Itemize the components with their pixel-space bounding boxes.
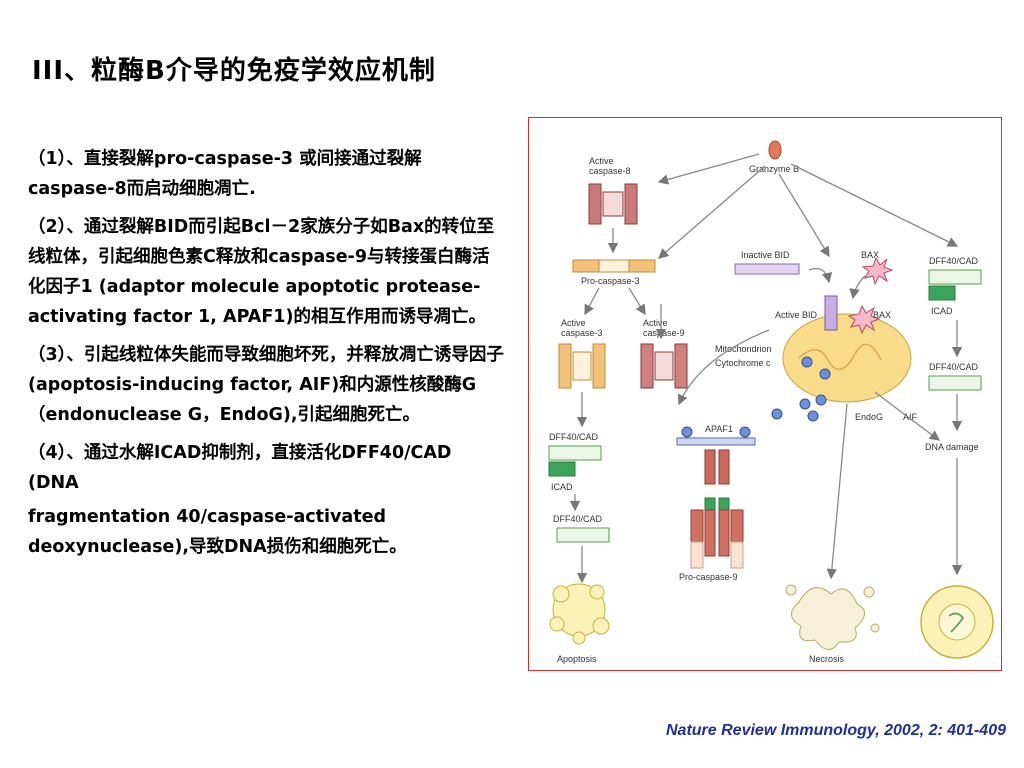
dff-right-column: DFF40/CAD ICAD DFF40/CAD DNA damage bbox=[925, 256, 982, 576]
granzyme-arrows bbox=[657, 153, 959, 259]
paragraph-5: fragmentation 40/caspase-activated deoxy… bbox=[28, 507, 407, 557]
svg-text:AIF: AIF bbox=[903, 412, 918, 422]
svg-text:caspase-3: caspase-3 bbox=[561, 328, 603, 338]
paragraph-1: （1）、直接裂解pro-caspase-3 或间接通过裂解caspase-8而启… bbox=[28, 149, 422, 199]
svg-text:Pro-caspase-9: Pro-caspase-9 bbox=[679, 572, 738, 582]
apaf1-complex: APAF1 Pro-caspase-9 bbox=[676, 424, 756, 582]
cytochrome-c-released bbox=[771, 394, 827, 422]
slide-title: III、粒酶B介导的免疫学效应机制 bbox=[32, 56, 436, 86]
svg-text:Pro-caspase-3: Pro-caspase-3 bbox=[581, 276, 640, 286]
body-text: （1）、直接裂解pro-caspase-3 或间接通过裂解caspase-8而启… bbox=[28, 144, 506, 570]
svg-text:Apoptosis: Apoptosis bbox=[557, 654, 597, 664]
svg-text:Active: Active bbox=[643, 318, 668, 328]
active-caspase-9: Active caspase-9 bbox=[640, 318, 688, 389]
svg-text:DFF40/CAD: DFF40/CAD bbox=[553, 514, 603, 524]
svg-text:ICAD: ICAD bbox=[931, 306, 953, 316]
granzyme-b-node: Granzyme B bbox=[749, 140, 799, 174]
paragraph-3: （3）、引起线粒体失能而导致细胞坏死，并释放凋亡诱导因子(apoptosis-i… bbox=[28, 345, 504, 425]
svg-text:EndoG: EndoG bbox=[855, 412, 883, 422]
svg-text:Active: Active bbox=[561, 318, 586, 328]
svg-text:BAX: BAX bbox=[873, 310, 891, 320]
svg-text:caspase-9: caspase-9 bbox=[643, 328, 685, 338]
apoptosis-cell: Apoptosis bbox=[549, 583, 610, 664]
granzyme-b-label: Granzyme B bbox=[749, 164, 799, 174]
svg-text:APAF1: APAF1 bbox=[705, 424, 733, 434]
svg-text:caspase-8: caspase-8 bbox=[589, 166, 631, 176]
svg-text:DFF40/CAD: DFF40/CAD bbox=[549, 432, 599, 442]
pro-caspase-3: Pro-caspase-3 bbox=[572, 259, 656, 286]
svg-text:DNA damage: DNA damage bbox=[925, 442, 979, 452]
endog-aif: EndoG AIF bbox=[826, 391, 941, 580]
bax-top: BAX bbox=[849, 250, 894, 300]
svg-text:ICAD: ICAD bbox=[551, 482, 573, 492]
granzyme-pathway-figure: Granzyme B Active caspase-8 Pro-caspase-… bbox=[528, 117, 1002, 671]
svg-text:Active: Active bbox=[589, 156, 614, 166]
dna-damage-cell bbox=[920, 585, 994, 659]
mitochondrion: Active BID BAX Mitochondrion Cytochrome … bbox=[715, 295, 912, 403]
svg-text:Active BID: Active BID bbox=[775, 310, 818, 320]
svg-text:Inactive BID: Inactive BID bbox=[741, 250, 790, 260]
svg-text:BAX: BAX bbox=[861, 250, 879, 260]
necrosis-cell: Necrosis bbox=[785, 584, 880, 664]
svg-text:Mitochondrion: Mitochondrion bbox=[715, 344, 772, 354]
active-caspase-3: Active caspase-3 bbox=[558, 318, 606, 389]
svg-text:DFF40/CAD: DFF40/CAD bbox=[929, 256, 979, 266]
paragraph-2: （2）、通过裂解BID而引起Bcl－2家族分子如Bax的转位至线粒体，引起细胞色… bbox=[28, 217, 495, 327]
active-caspase-8: Active caspase-8 bbox=[588, 156, 638, 225]
inactive-bid: Inactive BID bbox=[734, 250, 833, 284]
paragraph-4: （4）、通过水解ICAD抑制剂，直接活化DFF40/CAD (DNA bbox=[28, 443, 452, 493]
svg-text:Necrosis: Necrosis bbox=[809, 654, 845, 664]
svg-text:Cytochrome c: Cytochrome c bbox=[715, 358, 771, 368]
citation: Nature Review Immunology, 2002, 2: 401-4… bbox=[666, 722, 1006, 739]
svg-text:DFF40/CAD: DFF40/CAD bbox=[929, 362, 979, 372]
dff-left-column: DFF40/CAD ICAD DFF40/CAD bbox=[548, 432, 610, 584]
